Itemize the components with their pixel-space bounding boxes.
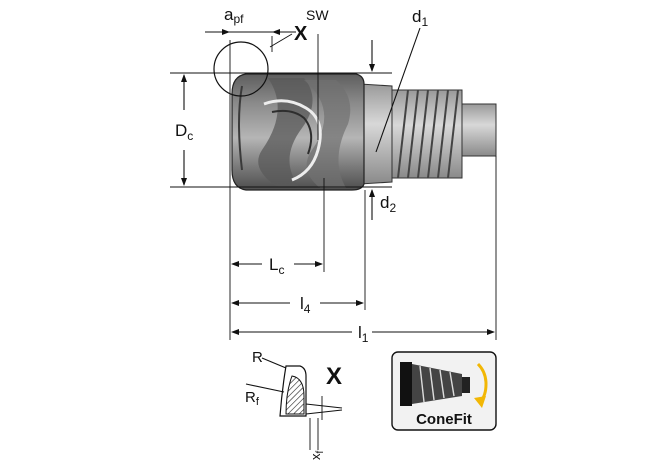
label-detail-marker: X (294, 23, 308, 45)
label-rf: Rf (245, 389, 260, 408)
detail-circle (213, 41, 269, 97)
label-xf: xf (308, 451, 326, 460)
conefit-thread-icon (400, 362, 470, 406)
label-r: R (252, 349, 263, 366)
label-detail-title: X (326, 363, 342, 390)
conefit-badge: ConeFit (391, 351, 497, 431)
label-lc: Lc (269, 255, 284, 277)
label-d2: d2 (380, 193, 396, 215)
milling-head (231, 73, 497, 191)
d1-leader (375, 27, 421, 153)
detail-leader (269, 33, 293, 48)
label-l4: l4 (300, 294, 311, 316)
label-d1: d1 (412, 7, 428, 29)
extension-lines (170, 34, 497, 340)
label-apf: apf (224, 5, 244, 26)
rotation-arrow-icon (474, 362, 488, 408)
detail-x-view (245, 357, 343, 450)
label-l1: l1 (358, 323, 369, 345)
conefit-label: ConeFit (416, 411, 472, 428)
label-sw: SW (306, 7, 329, 23)
label-dc: Dc (175, 121, 193, 143)
